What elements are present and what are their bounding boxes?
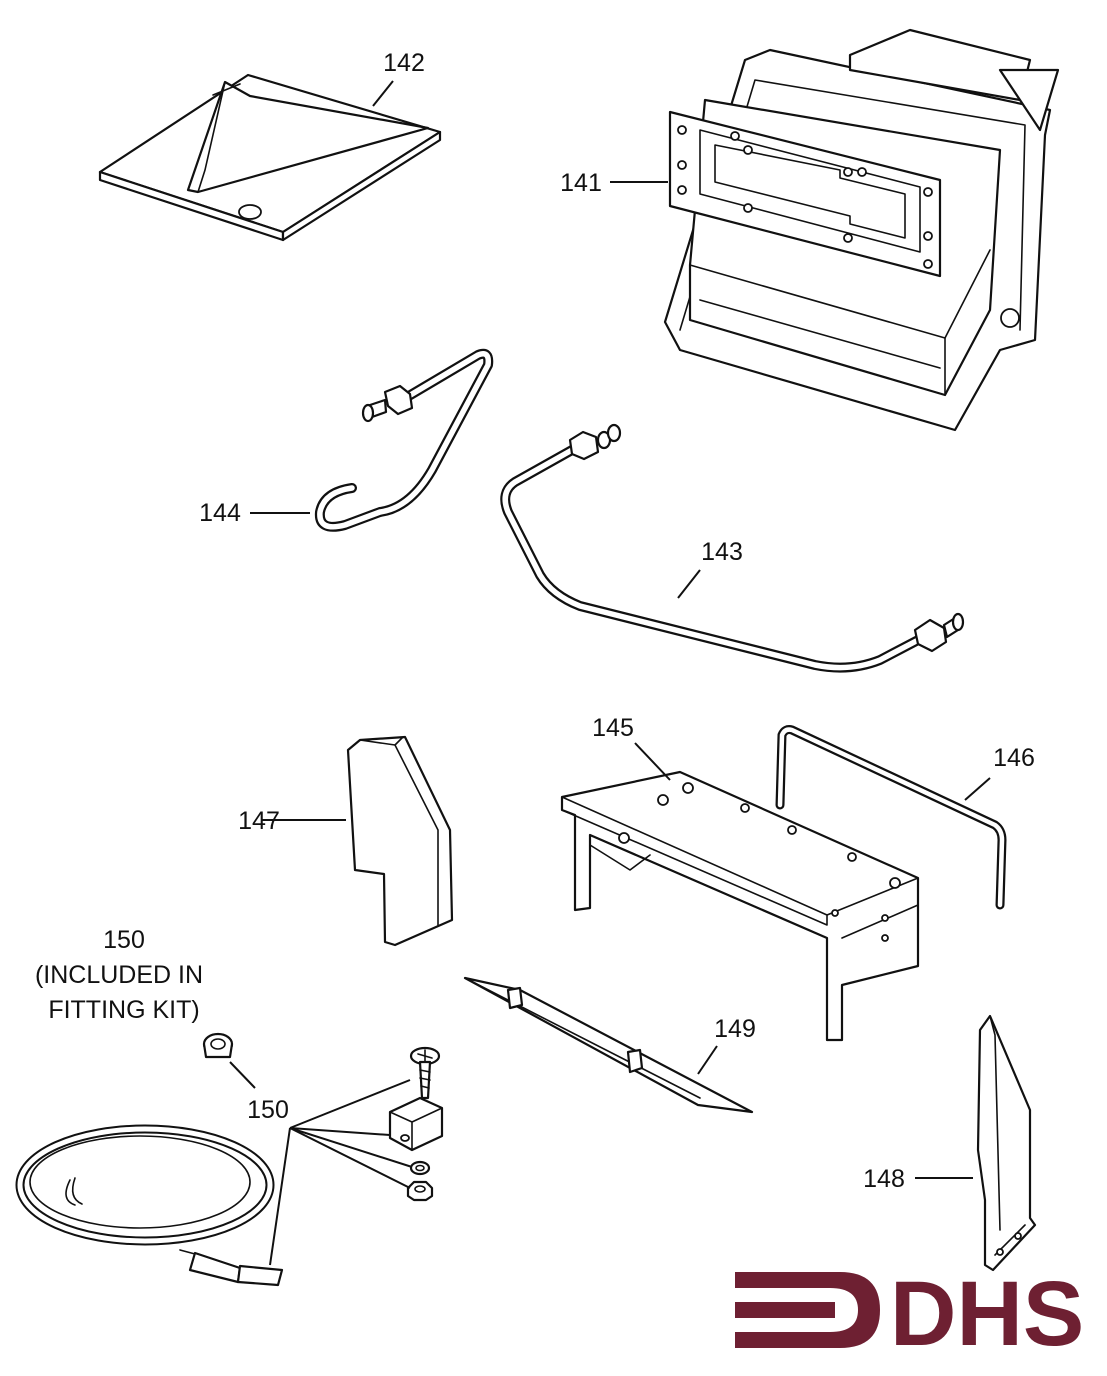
callout-150-bottom: 150 <box>247 1096 289 1124</box>
callout-146: 146 <box>993 744 1035 772</box>
callout-141: 141 <box>560 169 602 197</box>
callout-145: 145 <box>592 714 634 742</box>
note-line-1: (INCLUDED IN <box>35 961 203 989</box>
callout-labels: 142 141 144 143 145 146 147 150 (INCLUDE… <box>35 49 1035 1193</box>
part-146-rod <box>775 725 1007 910</box>
callout-143: 143 <box>701 538 743 566</box>
cable-coil <box>15 1124 284 1287</box>
callout-147: 147 <box>238 807 280 835</box>
callout-148: 148 <box>863 1165 905 1193</box>
part-142-cover-plate <box>98 73 442 242</box>
dhs-logo-arrow-icon <box>735 1272 880 1348</box>
part-143-long-pipe <box>500 423 965 673</box>
callout-144: 144 <box>199 499 241 527</box>
grommet <box>202 1032 234 1059</box>
nut <box>406 1180 434 1202</box>
dhs-logo-text: DHS <box>890 1263 1084 1365</box>
dhs-logo: DHS <box>735 1263 1084 1365</box>
part-150-fitting-kit <box>15 1032 444 1287</box>
callout-142: 142 <box>383 49 425 77</box>
leader-lines <box>229 80 991 1266</box>
washer <box>409 1160 431 1176</box>
note-line-2: FITTING KIT) <box>48 996 199 1024</box>
screw <box>409 1046 441 1100</box>
part-141-heater-box <box>663 28 1060 432</box>
part-148-side-bracket <box>976 1014 1037 1272</box>
angle-clip <box>388 1096 444 1152</box>
part-144-bent-pipe <box>314 348 494 532</box>
callout-149: 149 <box>714 1015 756 1043</box>
callout-150-top: 150 <box>103 926 145 954</box>
part-145-tray-bracket <box>560 770 920 1042</box>
part-149-strip <box>463 976 754 1114</box>
part-147-angle-bracket <box>346 735 454 947</box>
